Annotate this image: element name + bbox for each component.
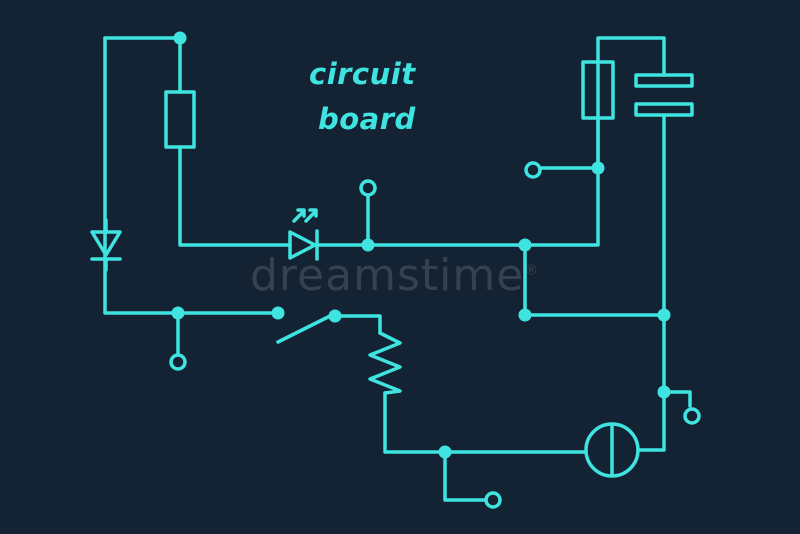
junction-dot (591, 161, 605, 175)
wire-left-vertical (103, 36, 280, 315)
junction-dot (657, 308, 671, 322)
meter-icon (584, 422, 640, 478)
junction-dot (173, 31, 187, 45)
fuse-icon (581, 60, 615, 120)
wire-resistor-drop (178, 36, 292, 247)
capacitor-icon (634, 73, 694, 117)
watermark: dreamstime® (250, 250, 539, 301)
terminal-ring (524, 161, 542, 179)
junction-dot (438, 445, 452, 459)
terminal-ring (359, 179, 377, 197)
title-line-1: circuit (309, 57, 416, 91)
junction-dot (657, 385, 671, 399)
title-line-2: board (318, 102, 416, 136)
junction-dot (328, 309, 342, 323)
wire-switch-to-resistor (333, 314, 382, 335)
junction-dot (361, 238, 375, 252)
terminal-ring (169, 353, 187, 371)
led-icon (288, 208, 319, 261)
junction-dot (518, 308, 532, 322)
junction-dot (271, 306, 285, 320)
terminal-ring (683, 407, 701, 425)
resistor-vertical-icon (164, 90, 196, 149)
wire-capacitor-down (638, 113, 666, 452)
watermark-symbol: ® (524, 262, 540, 279)
watermark-text: dreamstime (250, 250, 525, 301)
wire-resistor-bottom (383, 391, 587, 454)
junction-dot (518, 238, 532, 252)
switch-icon (276, 314, 332, 344)
junction-dot (171, 306, 185, 320)
resistor-zigzag-icon (368, 331, 402, 395)
wire-right-stub (662, 390, 692, 408)
wire-junction-stub (523, 243, 666, 317)
wire-led-to-junction (316, 36, 666, 247)
diode-icon (90, 218, 122, 272)
terminal-ring (484, 491, 502, 509)
wire-bottom-stub (443, 450, 490, 502)
